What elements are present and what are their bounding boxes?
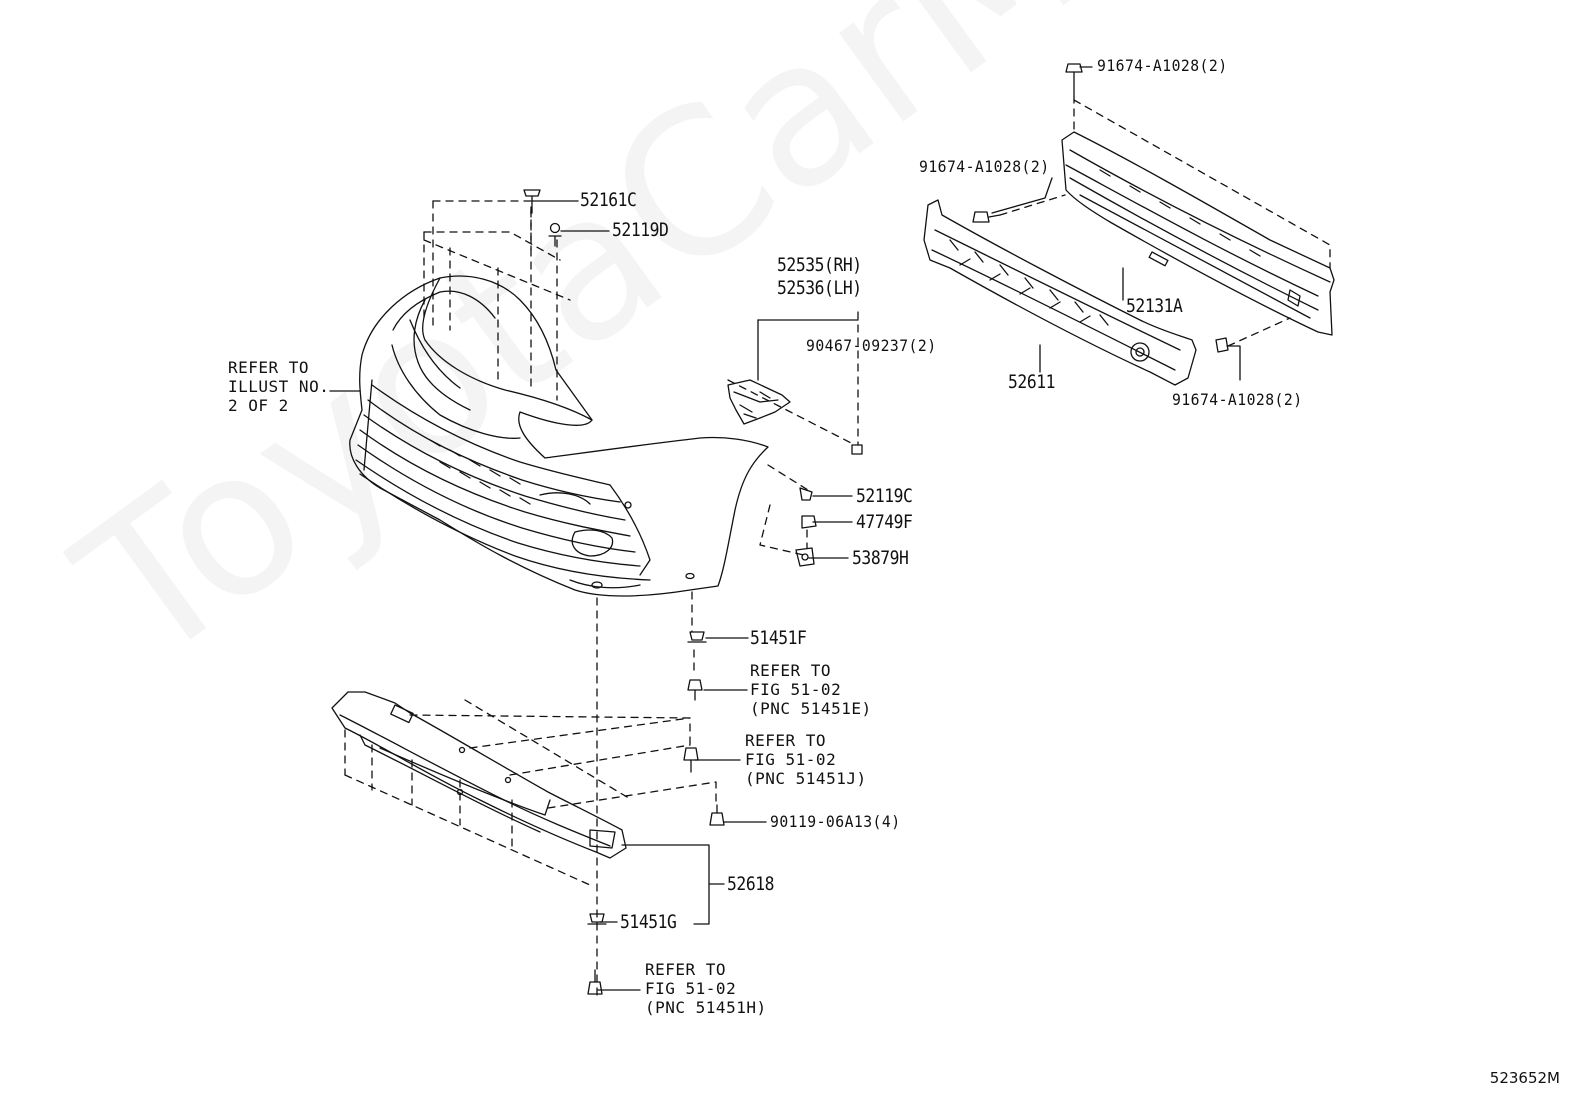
note-refer-51451H: REFER TO FIG 51-02 (PNC 51451H) — [645, 960, 767, 1017]
label-91674-mid: 91674-A1028(2) — [919, 157, 1050, 176]
label-52536-lh: 52536(LH) — [777, 277, 862, 299]
bumper-cover-drawing — [349, 275, 769, 597]
label-90119: 90119-06A13(4) — [770, 812, 901, 831]
reinforcement-dashed-lines — [999, 95, 1331, 347]
label-52611: 52611 — [1008, 371, 1056, 393]
label-52119D: 52119D — [612, 219, 669, 241]
label-51451F: 51451F — [750, 627, 807, 649]
under-cover-drawing — [331, 691, 627, 859]
leader-lines — [329, 66, 1241, 991]
figure-code: 523652M — [1489, 1069, 1560, 1087]
label-52618: 52618 — [727, 873, 775, 895]
note-refer-51451J: REFER TO FIG 51-02 (PNC 51451J) — [745, 731, 867, 788]
side-bracket-drawing — [727, 379, 791, 425]
reinforcement-drawing — [1061, 131, 1335, 336]
label-91674-low: 91674-A1028(2) — [1172, 390, 1303, 409]
label-52161C: 52161C — [580, 189, 637, 211]
label-52119C: 52119C — [856, 485, 913, 507]
label-91674-top: 91674-A1028(2) — [1097, 56, 1228, 75]
note-refer-51451E: REFER TO FIG 51-02 (PNC 51451E) — [750, 661, 872, 718]
bumper-dashed-lines — [423, 200, 859, 1001]
label-53879H: 53879H — [852, 547, 909, 569]
label-51451G: 51451G — [620, 911, 677, 933]
absorber-drawing — [923, 199, 1197, 386]
label-52131A: 52131A — [1126, 295, 1183, 317]
under-cover-dashed-lines — [344, 699, 717, 886]
note-refer-illust: REFER TO ILLUST NO. 2 OF 2 — [228, 358, 330, 415]
label-47749F: 47749F — [856, 511, 913, 533]
fastener-drawings — [523, 63, 1229, 995]
label-90467: 90467-09237(2) — [806, 336, 937, 355]
label-52535-rh: 52535(RH) — [777, 254, 862, 276]
